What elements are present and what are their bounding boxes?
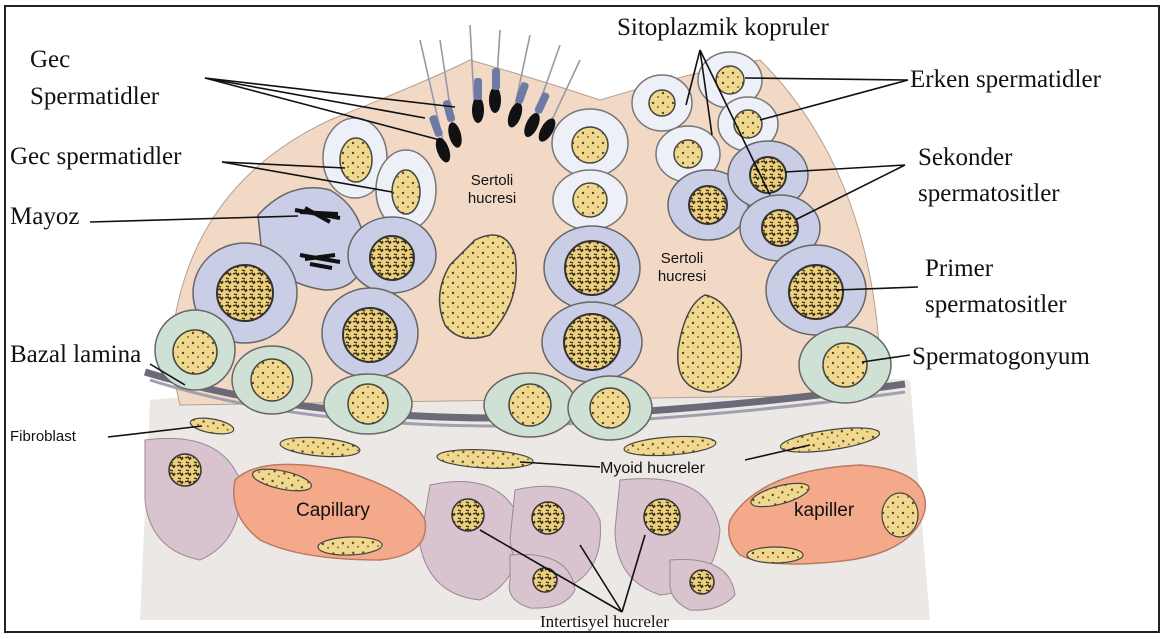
label-sekonder-spermatositler: spermatositler [918,180,1060,209]
label-gec-spermatidler: Gec spermatidler [10,143,181,172]
label-spermatogonyum: Spermatogonyum [912,343,1090,372]
label-bazal-lamina: Bazal lamina [10,341,141,370]
label-sertoli-2-a: Sertoli [652,250,712,267]
label-erken-spermatidler: Erken spermatidler [910,66,1101,95]
spermatogonium-right [799,327,891,403]
label-sertoli-1-a: Sertoli [462,172,522,189]
label-intertisyel-hucreler: Intertisyel hucreler [540,612,669,632]
label-sertoli-1-b: hucresi [462,190,522,207]
label-gec: Gec [30,46,70,75]
label-sertoli-2-b: hucresi [652,268,712,285]
label-primer-spermatositler: spermatositler [925,291,1067,320]
label-mayoz: Mayoz [10,203,79,232]
label-sekonder: Sekonder [918,144,1012,173]
label-primer: Primer [925,255,993,284]
label-capillary: Capillary [296,500,370,522]
label-kapiller: kapiller [794,500,854,522]
label-fibroblast: Fibroblast [10,428,76,445]
label-spermatidler: Spermatidler [30,83,159,112]
label-sitoplazmik-kopruler: Sitoplazmik kopruler [617,14,829,43]
label-myoid-hucreler: Myoid hucreler [600,460,705,478]
